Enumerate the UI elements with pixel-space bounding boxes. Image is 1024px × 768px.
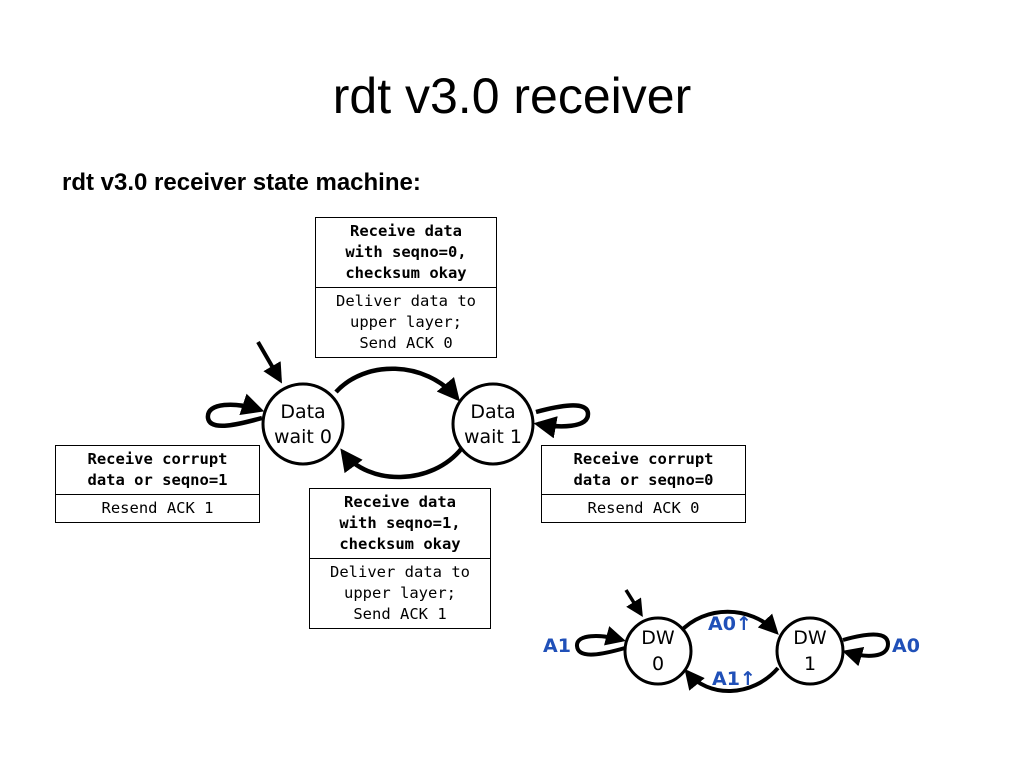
transition-box-top: Receive data with seqno=0, checksum okay…: [315, 217, 497, 358]
transition-bottom-condition: Receive data with seqno=1, checksum okay: [310, 489, 490, 559]
mini-label-top: A0↑: [708, 613, 752, 635]
mini-state-dw1: DW 1: [775, 616, 845, 686]
state-wait0-line2: wait 0: [274, 426, 332, 448]
transition-box-right-loop: Receive corrupt data or seqno=0 Resend A…: [541, 445, 746, 523]
transition-arrow-1-to-0: [340, 446, 464, 480]
state-wait1-line1: Data: [470, 401, 515, 423]
mini-state-dw1-line2: 1: [804, 653, 816, 675]
state-data-wait-1: Data wait 1: [451, 382, 535, 466]
mini-state-dw0-line1: DW: [641, 627, 675, 649]
transition-box-bottom: Receive data with seqno=1, checksum okay…: [309, 488, 491, 629]
mini-state-dw0: DW 0: [623, 616, 693, 686]
transition-box-left-loop: Receive corrupt data or seqno=1 Resend A…: [55, 445, 260, 523]
state-wait0-line1: Data: [280, 401, 325, 423]
mini-state-dw0-line2: 0: [652, 653, 664, 675]
mini-transition-arrow-1-to-0: [684, 666, 780, 693]
self-loop-arrow-wait0: [205, 393, 265, 428]
transition-top-condition: Receive data with seqno=0, checksum okay: [316, 218, 496, 288]
transition-arrow-0-to-1: [334, 366, 460, 402]
transition-top-action: Deliver data to upper layer; Send ACK 0: [336, 292, 476, 352]
transition-left-loop-action: Resend ACK 1: [101, 499, 214, 517]
mini-self-loop-dw1: [842, 632, 891, 667]
transition-bottom-action: Deliver data to upper layer; Send ACK 1: [330, 563, 470, 623]
mini-label-right-loop: A0: [892, 635, 920, 657]
transition-right-loop-condition: Receive corrupt data or seqno=0: [542, 446, 745, 495]
mini-label-left-loop: A1: [543, 635, 571, 657]
slide-subtitle: rdt v3.0 receiver state machine:: [62, 169, 421, 196]
self-loop-arrow-wait1: [533, 403, 591, 439]
mini-transition-arrow-0-to-1: [678, 609, 779, 635]
transition-right-loop-action: Resend ACK 0: [587, 499, 700, 517]
transition-left-loop-condition: Receive corrupt data or seqno=1: [56, 446, 259, 495]
state-data-wait-0: Data wait 0: [261, 382, 345, 466]
slide-title: rdt v3.0 receiver: [332, 68, 692, 124]
mini-state-dw1-line1: DW: [793, 627, 827, 649]
mini-initial-arrow: [624, 589, 643, 617]
mini-label-bottom: A1↑: [712, 668, 756, 690]
state-wait1-line2: wait 1: [464, 426, 522, 448]
mini-self-loop-dw0: [575, 626, 626, 657]
initial-state-arrow: [256, 340, 283, 384]
